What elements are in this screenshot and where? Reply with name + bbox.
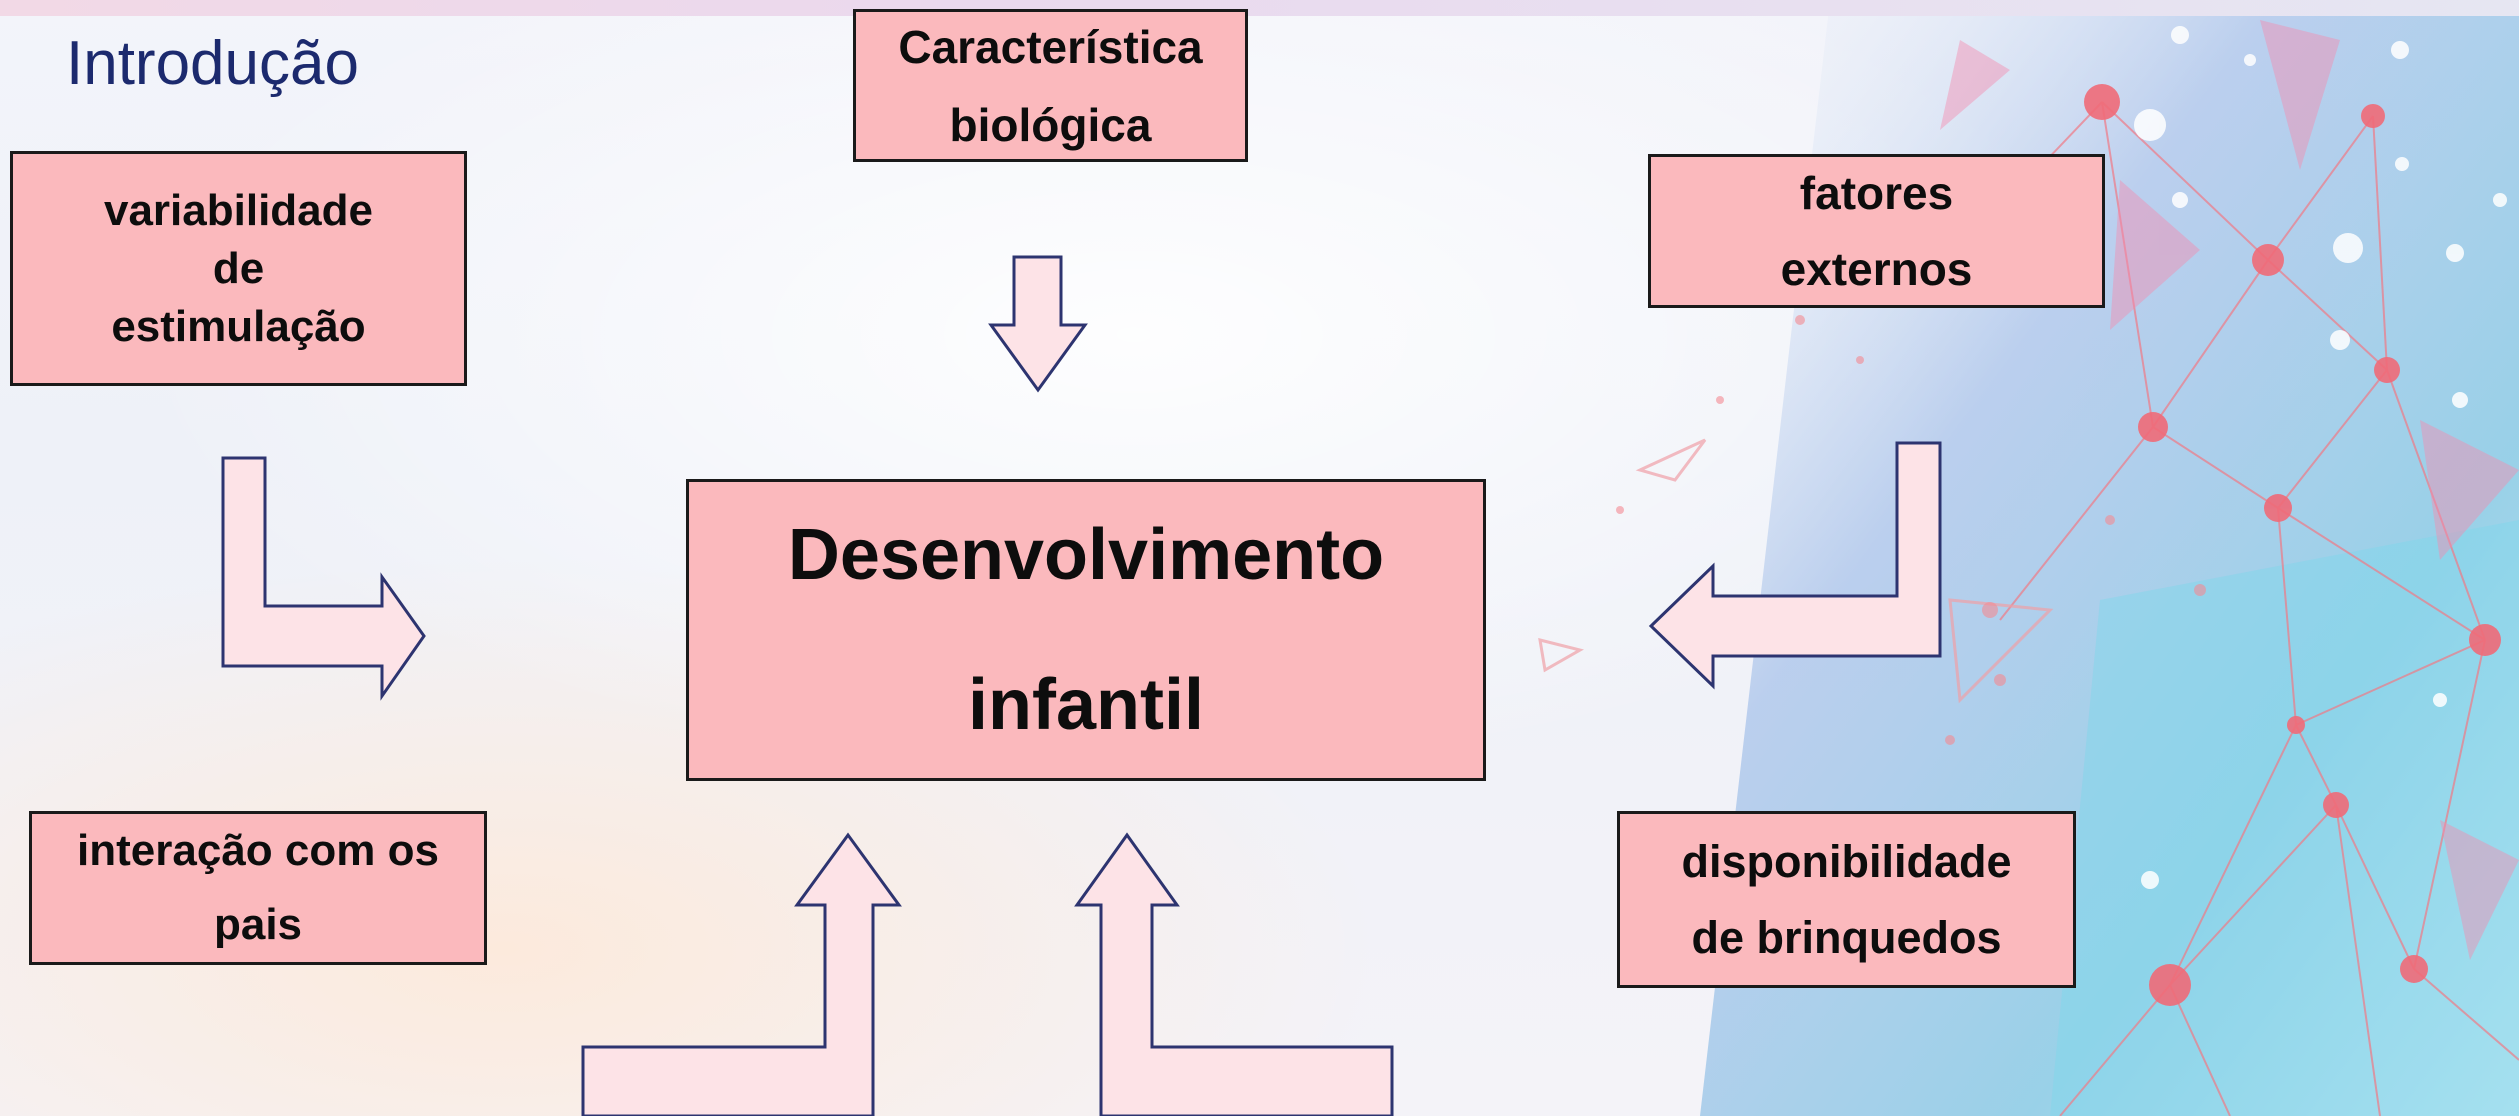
- bent-left-arrow: [1648, 441, 1942, 690]
- box-caracteristica-label: Característica biológica: [898, 20, 1203, 151]
- top-decorative-strip: [0, 0, 2519, 16]
- box-variabilidade-de-estimulacao: variabilidade de estimulação: [10, 151, 467, 386]
- box-disponibilidade-label: disponibilidade de brinquedos: [1681, 835, 2012, 963]
- box-central-label: Desenvolvimento infantil: [787, 515, 1385, 745]
- slide-title: Introdução: [66, 29, 359, 98]
- bent-up-arrow-left: [581, 832, 902, 1116]
- box-interacao-label: interação com os pais: [77, 826, 439, 949]
- bent-right-arrow: [221, 456, 426, 701]
- box-caracteristica-biologica: Característica biológica: [853, 9, 1248, 162]
- box-desenvolvimento-infantil: Desenvolvimento infantil: [686, 479, 1486, 781]
- bent-up-arrow-right: [1074, 832, 1394, 1116]
- box-fatores-externos: fatores externos: [1648, 154, 2105, 308]
- down-arrow: [988, 255, 1088, 393]
- box-interacao-com-os-pais: interação com os pais: [29, 811, 487, 965]
- box-variabilidade-label: variabilidade de estimulação: [103, 185, 373, 351]
- box-fatores-label: fatores externos: [1780, 167, 1973, 295]
- box-disponibilidade-de-brinquedos: disponibilidade de brinquedos: [1617, 811, 2076, 988]
